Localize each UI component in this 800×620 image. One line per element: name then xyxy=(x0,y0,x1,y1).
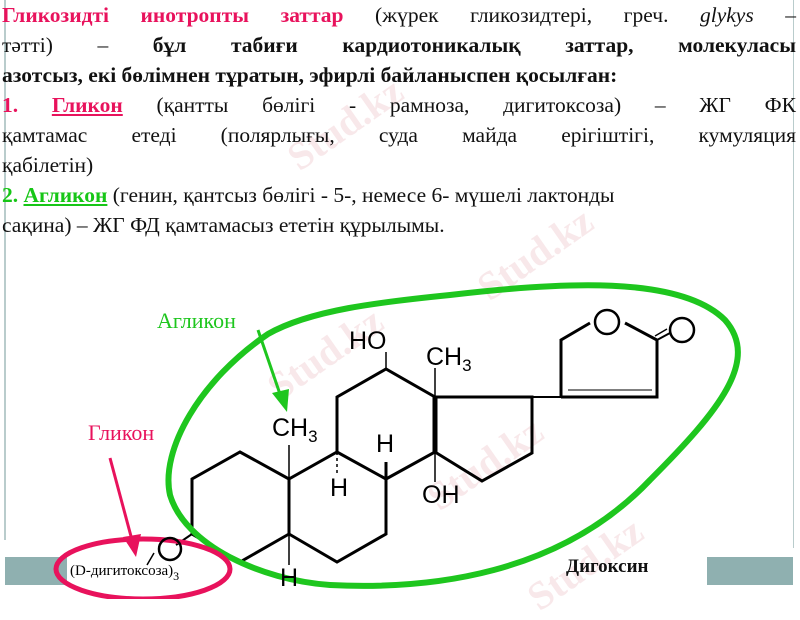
item1-line3: қабілетін) xyxy=(2,153,94,177)
intro-dash: – xyxy=(753,3,796,27)
ch3-text: CH xyxy=(426,343,463,371)
intro-line-3: азотсыз, екі бөлімнен тұратын, эфирлі ба… xyxy=(2,60,796,90)
slide-text: Гликозидті инотропты заттар (жүрек глико… xyxy=(2,0,796,240)
sugar-subscript: 3 xyxy=(173,569,180,583)
slide-frame-left xyxy=(4,0,6,540)
ch3-text: CH xyxy=(272,414,309,442)
intro-line2-bold: бұл табиғи кардиотоникалық заттар, молек… xyxy=(152,33,796,57)
substituent-bonds xyxy=(146,352,436,566)
item2-line-2: сақина) – ЖГ ФД қамтамасыз ететін құрылы… xyxy=(2,210,796,240)
atom-h-c8: H xyxy=(376,430,395,458)
atom-h-c9: H xyxy=(330,474,349,502)
glycoside-oxygen xyxy=(157,536,183,562)
item1-number: 1. xyxy=(2,93,19,117)
intro-title: Гликозидті инотропты заттар xyxy=(2,3,344,27)
atom-ch3-c13: CH3 xyxy=(426,343,472,375)
atom-ch3-c10: CH3 xyxy=(272,414,318,446)
compound-name: Дигоксин xyxy=(566,556,649,577)
intro-line3-bold: азотсыз, екі бөлімнен тұратын, эфирлі ба… xyxy=(2,63,618,87)
item2-line1-rest: (генин, қантсыз бөлігі - 5-, немесе 6- м… xyxy=(107,183,615,207)
ch3-subscript: 3 xyxy=(462,356,472,375)
sugar-name: (D-дигитоксоза) xyxy=(70,563,174,579)
steroid-skeleton xyxy=(175,321,671,564)
item1-line-2: қамтамас етеді (полярлығы, суда майда ер… xyxy=(2,120,796,150)
aglycone-label: Агликон xyxy=(157,308,236,333)
footer-bar-right xyxy=(707,557,793,585)
intro-line-1: Гликозидті инотропты заттар (жүрек глико… xyxy=(2,0,796,30)
carbonyl-oxygen xyxy=(668,316,696,344)
item1-line2: қамтамас етеді (полярлығы, суда майда ер… xyxy=(2,123,796,147)
intro-line-2: тәтті) – бұл табиғи кардиотоникалық затт… xyxy=(2,30,796,60)
item2-line2: сақина) – ЖГ ФД қамтамасыз ететін құрылы… xyxy=(2,213,445,237)
ring-oxygen xyxy=(593,308,621,336)
item2-line-1: 2. Агликон (генин, қантсыз бөлігі - 5-, … xyxy=(2,180,796,210)
glycone-outline xyxy=(53,536,233,599)
greek-word: glykys xyxy=(699,3,754,27)
intro-line2-plain: тәтті) – xyxy=(2,33,153,57)
glycone-arrow xyxy=(108,457,141,557)
item1-line-3: қабілетін) xyxy=(2,150,796,180)
item1-line-1: 1. Гликон (қантты бөлігі - рамноза, диги… xyxy=(2,90,796,120)
item2-term: Агликон xyxy=(23,183,108,207)
atom-h-c5: H xyxy=(280,564,299,592)
atom-ho: HO xyxy=(349,327,387,355)
item1-term: Гликон xyxy=(51,93,123,117)
glycone-label: Гликон xyxy=(88,420,155,445)
slide-frame-right xyxy=(793,0,794,548)
aglycone-outline xyxy=(165,282,741,589)
sugar-label: (D-дигитоксоза)3 xyxy=(70,563,179,584)
item2-number: 2. xyxy=(2,183,19,207)
digoxin-structure xyxy=(53,282,741,599)
atom-oh-c14: OH xyxy=(422,481,460,509)
ch3-subscript: 3 xyxy=(308,427,318,446)
intro-after-title: (жүрек гликозидтері, греч. xyxy=(343,3,700,27)
item1-line1-rest: (қантты бөлігі - рамноза, дигитоксоза) –… xyxy=(122,93,796,117)
aglycone-arrow xyxy=(256,329,289,412)
